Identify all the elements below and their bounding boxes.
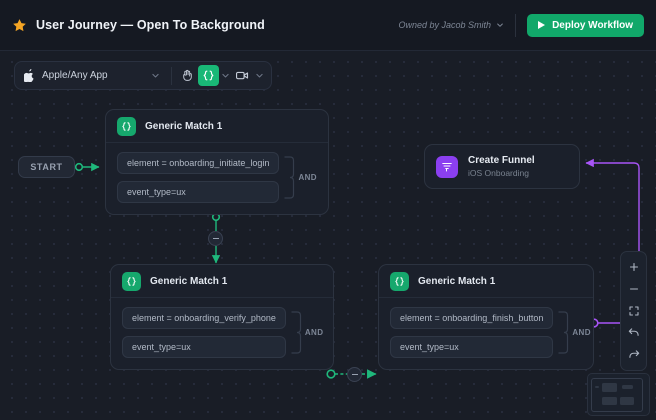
node-generic-match-1-top[interactable]: Generic Match 1 element = onboarding_ini… bbox=[105, 109, 329, 215]
hand-icon bbox=[182, 69, 192, 81]
operator-label: AND bbox=[304, 328, 324, 337]
node-body: element = onboarding_verify_phone event_… bbox=[111, 298, 333, 369]
node-header: Generic Match 1 bbox=[111, 265, 333, 298]
zoom-out-button[interactable] bbox=[621, 278, 646, 300]
owner-label: Owned by Jacob Smith bbox=[398, 20, 492, 30]
node-generic-match-1-bottom-left[interactable]: Generic Match 1 element = onboarding_ver… bbox=[110, 264, 334, 370]
operator-group: AND bbox=[291, 311, 324, 354]
funnel-text-group: Create Funnel iOS Onboarding bbox=[468, 155, 535, 178]
condition-row[interactable]: event_type=ux bbox=[390, 336, 554, 358]
video-tool-button[interactable] bbox=[232, 65, 253, 86]
minimap-node bbox=[622, 385, 633, 389]
hand-tool-button[interactable] bbox=[177, 65, 198, 86]
app-header: User Journey — Open To Background Owned … bbox=[0, 0, 656, 51]
chevron-down-icon bbox=[497, 23, 503, 27]
app-selector[interactable]: Apple/Any App bbox=[20, 62, 166, 89]
operator-group: AND bbox=[284, 156, 317, 199]
funnel-title: Create Funnel bbox=[468, 155, 535, 166]
node-header: Generic Match 1 bbox=[379, 265, 593, 298]
condition-row[interactable]: element = onboarding_verify_phone bbox=[122, 307, 286, 329]
funnel-icon bbox=[436, 155, 458, 178]
node-generic-match-1-bottom-right[interactable]: Generic Match 1 element = onboarding_fin… bbox=[378, 264, 594, 370]
code-brackets-icon bbox=[203, 70, 214, 81]
condition-row[interactable]: element = onboarding_finish_button bbox=[390, 307, 554, 329]
toolbar-divider bbox=[170, 66, 172, 85]
brace-icon bbox=[291, 311, 301, 354]
deploy-workflow-label: Deploy Workflow bbox=[552, 19, 633, 31]
node-create-funnel[interactable]: Create Funnel iOS Onboarding bbox=[424, 144, 580, 189]
play-icon bbox=[538, 21, 546, 29]
apple-icon bbox=[24, 69, 34, 82]
condition-list: element = onboarding_verify_phone event_… bbox=[122, 307, 286, 358]
canvas-toolbar: Apple/Any App bbox=[14, 61, 272, 90]
node-body: element = onboarding_finish_button event… bbox=[379, 298, 593, 369]
video-camera-icon bbox=[235, 71, 248, 80]
minimap-node bbox=[602, 397, 617, 405]
start-node[interactable]: START bbox=[18, 156, 75, 178]
operator-group: AND bbox=[558, 311, 591, 354]
condition-row[interactable]: event_type=ux bbox=[122, 336, 286, 358]
fit-view-button[interactable] bbox=[621, 300, 646, 322]
minimap-node bbox=[595, 386, 599, 388]
condition-row[interactable]: element = onboarding_initiate_login bbox=[117, 152, 280, 174]
redo-button[interactable] bbox=[621, 344, 646, 366]
code-brackets-icon bbox=[122, 271, 141, 291]
start-node-label: START bbox=[30, 162, 63, 172]
brace-icon bbox=[284, 156, 295, 199]
minus-icon bbox=[629, 288, 638, 290]
node-header: Generic Match 1 bbox=[106, 110, 328, 143]
plus-icon bbox=[629, 262, 638, 272]
condition-list: element = onboarding_finish_button event… bbox=[390, 307, 554, 358]
header-divider bbox=[515, 13, 517, 37]
star-icon[interactable] bbox=[12, 18, 27, 33]
owner-dropdown[interactable]: Owned by Jacob Smith bbox=[399, 20, 516, 30]
node-title: Generic Match 1 bbox=[418, 275, 496, 287]
code-brackets-icon bbox=[390, 271, 409, 291]
undo-button[interactable] bbox=[621, 322, 646, 344]
node-title: Generic Match 1 bbox=[150, 275, 228, 287]
minimap-node bbox=[620, 397, 634, 405]
fit-to-screen-icon bbox=[628, 306, 639, 316]
undo-arrow-icon bbox=[628, 328, 639, 336]
chevron-down-icon bbox=[151, 73, 159, 78]
code-tool-button[interactable] bbox=[197, 65, 219, 86]
redo-arrow-icon bbox=[628, 350, 639, 358]
condition-row[interactable]: event_type=ux bbox=[117, 181, 280, 203]
zoom-in-button[interactable] bbox=[621, 256, 646, 278]
code-tool-chevron-down-icon[interactable] bbox=[221, 71, 230, 80]
condition-list: element = onboarding_initiate_login even… bbox=[117, 152, 280, 203]
brace-icon bbox=[558, 311, 569, 354]
header-actions: Owned by Jacob Smith Deploy Workflow bbox=[399, 13, 644, 37]
operator-label: AND bbox=[298, 173, 317, 182]
page-title: User Journey — Open To Background bbox=[36, 18, 265, 32]
workflow-canvas[interactable]: Apple/Any App bbox=[0, 51, 656, 420]
minimap-viewport bbox=[591, 378, 643, 412]
minus-icon bbox=[212, 237, 219, 240]
edge-collapse-toggle-horizontal[interactable] bbox=[347, 367, 362, 382]
code-brackets-icon bbox=[117, 116, 136, 136]
edge-collapse-toggle-vertical[interactable] bbox=[208, 231, 223, 246]
deploy-workflow-button[interactable]: Deploy Workflow bbox=[527, 13, 644, 37]
canvas-controls bbox=[620, 251, 647, 371]
video-tool-chevron-down-icon[interactable] bbox=[255, 71, 264, 80]
minimap-node bbox=[602, 383, 617, 392]
funnel-subtitle: iOS Onboarding bbox=[468, 168, 529, 178]
operator-label: AND bbox=[572, 328, 591, 337]
node-title: Generic Match 1 bbox=[145, 120, 223, 132]
minus-icon bbox=[351, 373, 358, 376]
minimap[interactable] bbox=[587, 373, 650, 416]
app-selector-label: Apple/Any App bbox=[42, 70, 108, 81]
node-body: element = onboarding_initiate_login even… bbox=[106, 143, 328, 214]
